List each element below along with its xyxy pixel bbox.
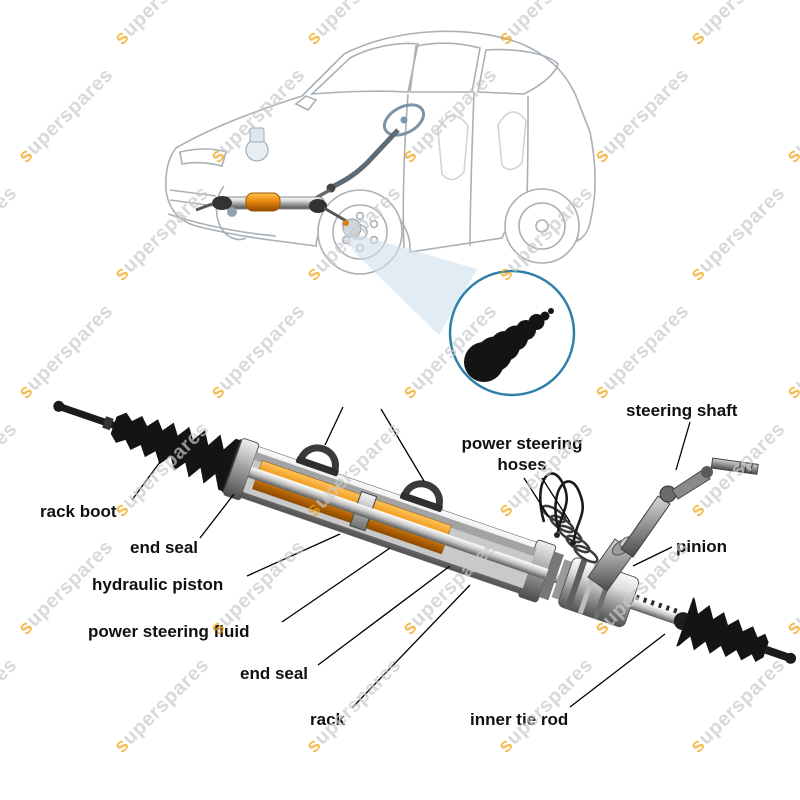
car-far-knuckle — [227, 207, 237, 217]
label-inner-tie-rod: inner tie rod — [470, 710, 568, 729]
car-bumper-line — [167, 213, 277, 237]
watermark-text: superspares — [0, 0, 22, 50]
car-steering-wheel — [382, 103, 426, 137]
hose-fitting-2 — [570, 540, 576, 546]
label-end-seal-left: end seal — [130, 538, 198, 557]
rack-boot-leader-line — [131, 461, 161, 501]
car-rack-orange-cylinder — [245, 192, 281, 212]
steering-shaft-assembly — [620, 457, 759, 558]
left-tie-rod-shaft — [55, 402, 117, 430]
steering-shaft-leader-line — [675, 421, 691, 471]
universal-joint-2 — [701, 466, 713, 478]
watermark-text: superspares — [686, 0, 790, 50]
rack-teeth — [635, 594, 678, 614]
watermark-text: superspares — [0, 418, 22, 522]
rack-boot-right-bellows — [676, 597, 769, 663]
inset-circle — [448, 269, 576, 397]
label-rack: rack — [310, 710, 346, 729]
steering-rack-diagram — [53, 400, 797, 664]
end-seal-left-leader-line — [199, 493, 235, 539]
right-tie-rod-end — [785, 652, 797, 664]
rack-boot-detail-icon — [464, 308, 554, 382]
hoses-leader-line-1 — [523, 477, 550, 518]
end-seal-right-leader-line — [317, 565, 451, 666]
watermark-text: superspares — [782, 536, 800, 640]
car-door-line-2 — [469, 91, 475, 247]
bracket-2-leader-line — [380, 408, 425, 482]
magnifier-beam — [342, 230, 477, 335]
cutaway-shadow — [254, 452, 537, 557]
car-rear-window — [477, 48, 559, 95]
power-steering-fluid-leader-line — [281, 547, 391, 623]
car-door-line-1 — [402, 93, 409, 249]
housing-ring-1 — [564, 558, 588, 610]
coil-spring — [541, 504, 599, 564]
car-far-front-wheel — [215, 185, 247, 241]
rack-boot-left-bellows — [110, 412, 244, 493]
watermark-text: superspares — [0, 182, 22, 286]
car-tie-rod-left — [195, 202, 213, 212]
bracket-1-leader-line — [324, 406, 344, 446]
label-steering-shaft: steering shaft — [626, 401, 738, 420]
watermark-text: superspares — [782, 300, 800, 404]
watermark-text: superspares — [686, 654, 790, 758]
car-hub-orange-fitting — [343, 220, 349, 226]
label-pinion: pinion — [676, 537, 727, 556]
watermark-text: superspares — [302, 654, 406, 758]
watermark-text: superspares — [590, 64, 694, 168]
car-rack-boot-left — [212, 196, 232, 210]
inner-tie-rod-leader-line — [569, 633, 666, 708]
car-steering-hub — [400, 116, 408, 124]
label-rack-boot: rack boot — [40, 502, 117, 521]
hose-2 — [554, 480, 585, 541]
right-tie-rod-shaft — [764, 646, 791, 662]
valve-collar-2 — [551, 559, 573, 600]
watermark-text: superspares — [206, 300, 310, 404]
watermark-text: superspares — [110, 654, 214, 758]
car-seat-2 — [497, 111, 527, 171]
label-power-steering-fluid: power steering fluid — [88, 622, 250, 641]
steering-shaft-splined-end — [710, 457, 759, 475]
watermark-text: superspares — [494, 654, 598, 758]
car-headlight — [179, 148, 227, 167]
car-mirror — [294, 95, 318, 112]
hoses-leader-line-2 — [541, 477, 571, 523]
watermark-text: superspares — [14, 300, 118, 404]
watermark-text: superspares — [494, 0, 598, 50]
watermark-text: superspares — [686, 182, 790, 286]
car-rack-boot-right — [309, 199, 327, 213]
car-seat-1 — [437, 115, 469, 181]
mounting-bracket-1 — [295, 444, 339, 477]
label-power-steering-hoses-line1: power steering — [462, 434, 583, 453]
mounting-bracket-2 — [399, 480, 443, 512]
steering-shaft-lower — [620, 495, 671, 558]
leader-lines — [131, 406, 691, 709]
watermark-text: superspares — [110, 182, 214, 286]
car-steering-column — [332, 128, 400, 189]
watermark-text: superspares — [110, 0, 214, 50]
valve-collar-1 — [538, 551, 564, 601]
left-jam-nut — [102, 416, 114, 431]
label-end-seal-right: end seal — [240, 664, 308, 683]
car-reservoir-cap — [249, 127, 265, 143]
car-steering-system — [195, 103, 426, 238]
car-tie-rod-right — [323, 206, 349, 224]
car-illustration — [165, 30, 596, 275]
hose-fitting-1 — [554, 532, 560, 538]
watermark-text: superspares — [14, 64, 118, 168]
watermark-text: superspares — [0, 654, 22, 758]
hydraulic-piston-leader-line — [246, 533, 341, 577]
pinion-leader-line — [632, 546, 673, 567]
watermark-text: superspares — [782, 64, 800, 168]
watermark-text: superspares — [590, 300, 694, 404]
rack-leader-line — [351, 584, 471, 709]
label-power-steering-hoses-line2: hoses — [497, 455, 546, 474]
car-front-window — [409, 42, 481, 93]
power-steering-hoses-art — [539, 472, 585, 546]
label-hydraulic-piston: hydraulic piston — [92, 575, 223, 594]
car-rear-wheel — [504, 188, 580, 264]
steering-shaft-middle — [671, 468, 711, 500]
part-labels: steering shaft power steering hoses rack… — [40, 401, 738, 729]
